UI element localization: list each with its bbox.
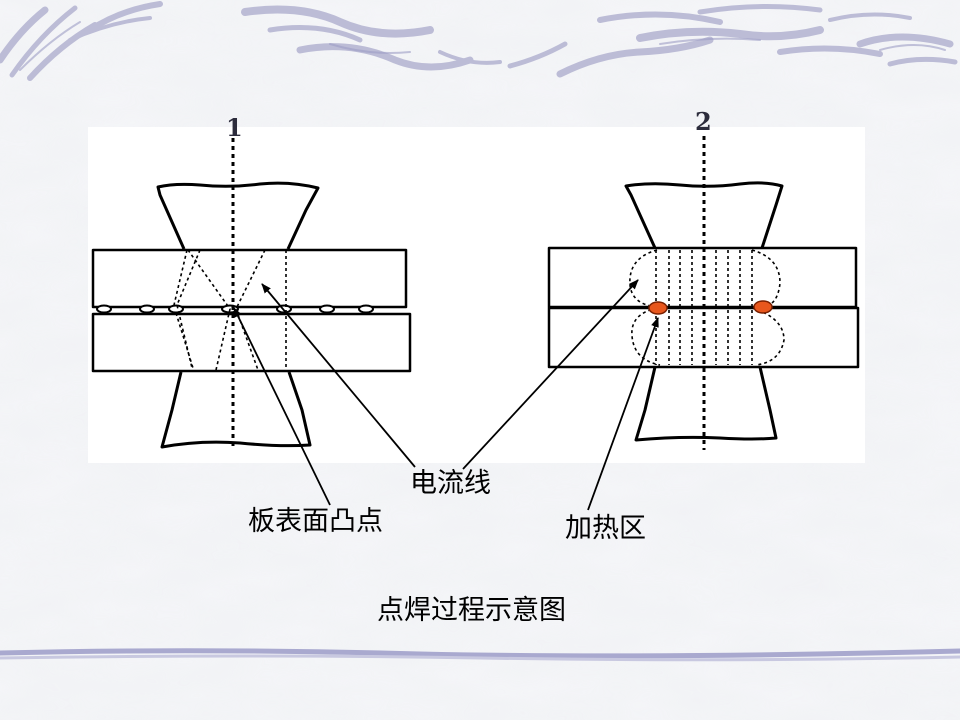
upper-electrode-2 xyxy=(624,181,784,249)
arrow-current-to-diagram-2 xyxy=(462,279,639,470)
arrow-current-to-diagram-1 xyxy=(261,283,416,468)
bottom-sheet-1 xyxy=(91,312,412,373)
arrow-heat-to-diagram-2 xyxy=(587,317,659,511)
top-sheet-1 xyxy=(91,248,408,309)
arrow-bump-to-diagram-1 xyxy=(233,307,331,506)
surface-bumps-1 xyxy=(96,304,374,314)
heating-zone-label: 加热区 xyxy=(565,513,646,544)
heating-spots xyxy=(648,300,773,315)
header-decoration xyxy=(0,1,958,81)
current-lines-1 xyxy=(173,249,287,371)
lower-electrode-2 xyxy=(634,366,778,442)
figure-canvas xyxy=(88,127,865,463)
surface-bumps-label: 板表面凸点 xyxy=(248,506,383,537)
diagram-number-2: 2 xyxy=(695,107,712,136)
footer-decoration xyxy=(0,648,960,662)
figure-caption: 点焊过程示意图 xyxy=(377,595,566,626)
lower-electrode-1 xyxy=(160,371,312,449)
diagram-number-1: 1 xyxy=(226,113,243,142)
upper-electrode-1 xyxy=(156,181,320,250)
current-lines-label: 电流线 xyxy=(410,468,491,499)
